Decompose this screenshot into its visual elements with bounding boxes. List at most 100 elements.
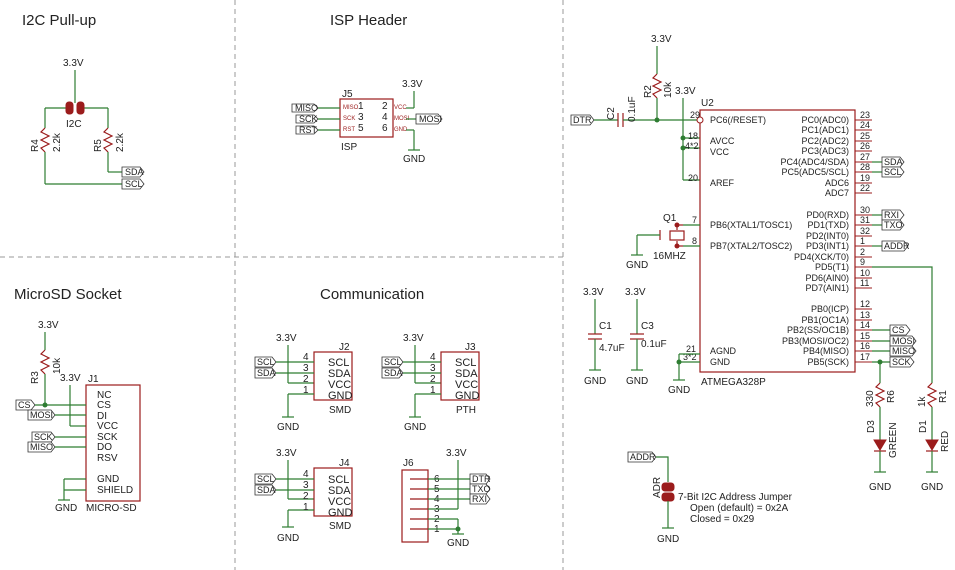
svg-text:C1: C1 — [599, 321, 612, 332]
svg-text:R2: R2 — [643, 85, 654, 98]
svg-text:4: 4 — [303, 352, 309, 363]
svg-text:AREF: AREF — [710, 178, 735, 188]
svg-text:4.7uF: 4.7uF — [599, 343, 625, 354]
j4-connector — [313, 467, 353, 517]
svg-text:R6: R6 — [886, 390, 897, 403]
svg-text:PB2(SS/OC1B): PB2(SS/OC1B) — [787, 325, 849, 335]
svg-text:PD4(XCK/T0): PD4(XCK/T0) — [794, 252, 849, 262]
red-led-d1 — [925, 439, 939, 451]
svg-text:PC2(ADC2): PC2(ADC2) — [801, 136, 849, 146]
svg-text:30: 30 — [860, 205, 870, 215]
svg-text:22: 22 — [860, 183, 870, 193]
svg-text:ADC7: ADC7 — [825, 188, 849, 198]
svg-text:NC: NC — [97, 390, 111, 401]
net-label-cs — [15, 399, 36, 411]
svg-text:PD2(INT0): PD2(INT0) — [806, 231, 849, 241]
svg-text:18: 18 — [688, 131, 698, 141]
svg-text:4: 4 — [303, 469, 309, 480]
svg-text:PB1(OC1A): PB1(OC1A) — [801, 315, 849, 325]
svg-text:PB7(XTAL2/TOSC2): PB7(XTAL2/TOSC2) — [710, 241, 792, 251]
atmega328p-chip — [699, 109, 856, 373]
net-label-scl — [254, 356, 277, 368]
svg-text:1: 1 — [430, 385, 436, 396]
section-title-i2c: I2C Pull-up — [22, 12, 96, 29]
svg-text:GND: GND — [447, 538, 469, 549]
section-title-microsd: MicroSD Socket — [14, 286, 122, 303]
net-label-sda-mcu — [881, 156, 905, 168]
svg-text:10k: 10k — [52, 357, 63, 374]
svg-text:VCC: VCC — [710, 147, 730, 157]
svg-text:2: 2 — [430, 374, 436, 385]
svg-text:AGND: AGND — [710, 346, 737, 356]
svg-text:3: 3 — [358, 112, 364, 123]
svg-text:PD0(RXD): PD0(RXD) — [806, 210, 849, 220]
svg-text:ADDR: ADDR — [884, 241, 910, 251]
svg-text:3.3V: 3.3V — [651, 34, 672, 45]
svg-text:PD1(TXD): PD1(TXD) — [807, 220, 849, 230]
microsd-socket — [85, 384, 141, 502]
svg-text:GND: GND — [584, 376, 606, 387]
svg-text:0.1uF: 0.1uF — [627, 96, 638, 122]
net-label-miso-mcu — [889, 345, 917, 357]
j5-designator: J5 — [342, 89, 353, 100]
svg-text:GND: GND — [97, 474, 119, 485]
svg-text:5: 5 — [358, 123, 364, 134]
svg-text:MICRO-SD: MICRO-SD — [86, 503, 137, 514]
svg-text:SDA: SDA — [384, 368, 403, 378]
svg-text:4: 4 — [382, 112, 388, 123]
svg-text:SCK: SCK — [343, 116, 355, 122]
svg-text:10: 10 — [860, 268, 870, 278]
svg-text:GREEN: GREEN — [888, 422, 899, 458]
svg-text:VCC: VCC — [328, 496, 351, 508]
svg-text:GND: GND — [455, 390, 480, 402]
svg-text:SCK: SCK — [299, 114, 318, 124]
svg-text:2: 2 — [382, 101, 388, 112]
svg-text:CS: CS — [892, 325, 905, 335]
svg-text:DO: DO — [97, 442, 112, 453]
adr-jumper-note: 7-Bit I2C Address Jumper — [678, 492, 793, 503]
svg-text:TXO: TXO — [884, 220, 903, 230]
net-label-mosi — [415, 113, 443, 125]
svg-text:J4: J4 — [339, 458, 350, 469]
svg-text:2: 2 — [860, 247, 865, 257]
svg-text:3: 3 — [303, 363, 309, 374]
svg-text:PD5(T1): PD5(T1) — [815, 262, 849, 272]
svg-text:MISO: MISO — [343, 105, 359, 111]
svg-text:PTH: PTH — [456, 405, 476, 416]
r4-value: 2.2k — [52, 132, 63, 152]
communication-block: 3.3V J2 SCL SDA GND 4 3 2 1 SCL SDA VCC … — [254, 333, 491, 549]
r4-designator: R4 — [30, 139, 41, 152]
svg-text:TXO: TXO — [472, 484, 491, 494]
svg-text:3.3V: 3.3V — [276, 333, 297, 344]
svg-text:VCC: VCC — [394, 105, 407, 111]
net-label-sck-sd — [31, 431, 56, 443]
net-label-mosi-mcu — [889, 335, 917, 347]
svg-text:MISO: MISO — [30, 442, 53, 452]
svg-text:DI: DI — [97, 411, 107, 422]
svg-text:GND: GND — [55, 503, 77, 514]
svg-text:SCK: SCK — [892, 357, 911, 367]
svg-text:SDA: SDA — [884, 157, 903, 167]
svg-text:16: 16 — [860, 341, 870, 351]
svg-text:SCL: SCL — [328, 357, 349, 369]
svg-text:RXI: RXI — [884, 210, 899, 220]
svg-text:J3: J3 — [465, 342, 476, 353]
svg-text:PB0(ICP): PB0(ICP) — [811, 304, 849, 314]
svg-text:DTR: DTR — [573, 115, 592, 125]
svg-text:RXI: RXI — [472, 494, 487, 504]
svg-text:GND: GND — [626, 260, 648, 271]
svg-text:R1: R1 — [938, 390, 949, 403]
svg-text:17: 17 — [860, 352, 870, 362]
adr-jumper-pad — [661, 482, 675, 492]
net-label-dtr — [469, 473, 491, 485]
svg-text:3.3V: 3.3V — [625, 287, 646, 298]
svg-text:SHIELD: SHIELD — [97, 485, 133, 496]
svg-text:14: 14 — [860, 320, 870, 330]
isp-label: ISP — [341, 142, 357, 153]
svg-text:21: 21 — [686, 344, 696, 354]
svg-text:D3: D3 — [866, 420, 877, 433]
svg-text:8: 8 — [692, 236, 697, 246]
svg-text:PC1(ADC1): PC1(ADC1) — [801, 125, 849, 135]
svg-text:SDA: SDA — [257, 368, 276, 378]
